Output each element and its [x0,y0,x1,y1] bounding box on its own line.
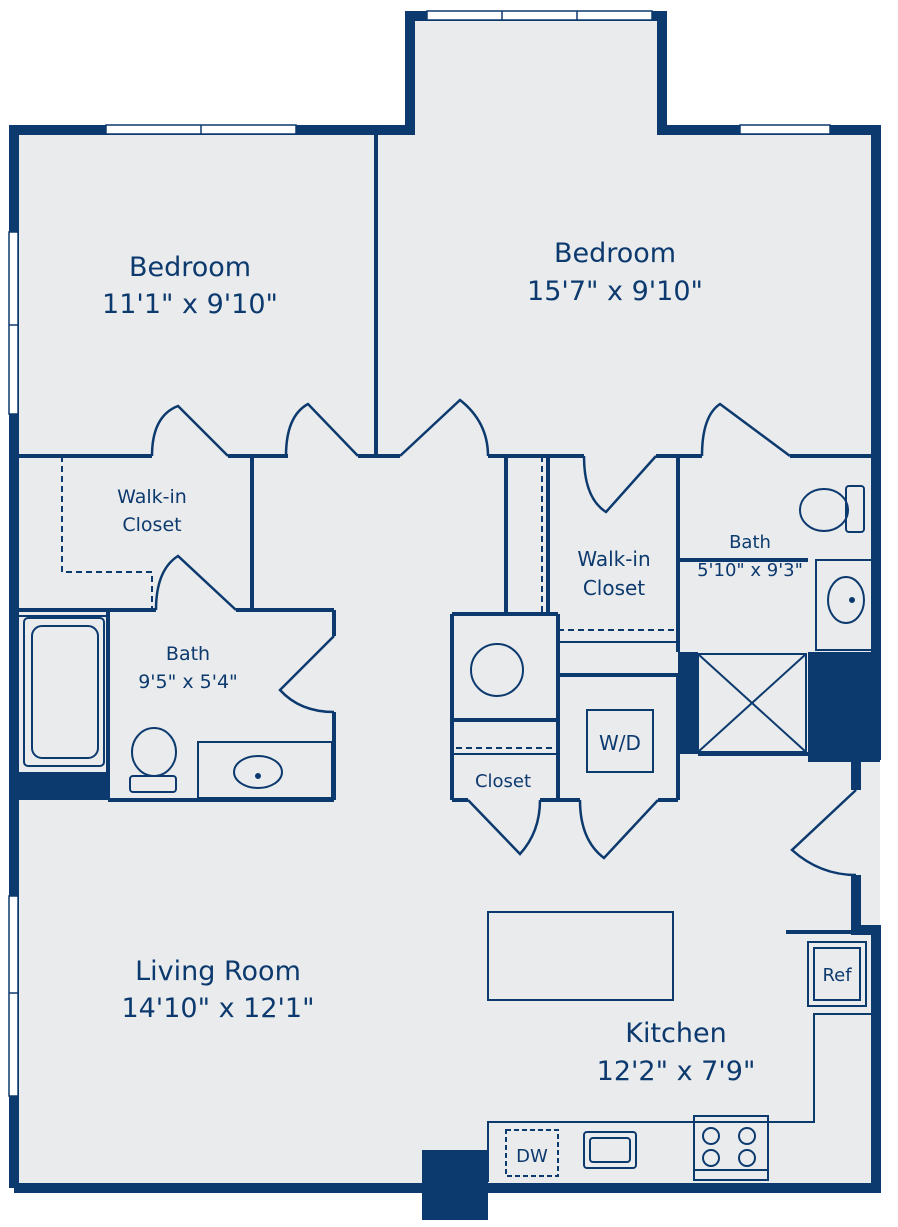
door-right-bath [700,402,791,458]
door-bedroom-right [399,398,490,457]
sink-left [233,755,283,789]
interior-walls [18,135,876,934]
door-wd [578,799,659,860]
bath-right-dims: 5'10" x 9'3" [697,560,803,581]
window-left-upper [8,231,19,415]
bathtub [23,617,105,767]
door-closet [467,799,542,856]
kitchen-island [487,911,674,1001]
walkin-left-line1: Walk-in [117,486,187,508]
door-left-walkin-1 [150,404,229,457]
door-left-bath-side [278,635,335,714]
walkin-left-line2: Closet [122,514,181,536]
door-left-walkin-2 [284,402,359,457]
water-heater [470,643,524,697]
dishwasher-label: DW [516,1146,548,1167]
bedroom-left-name: Bedroom [129,252,251,283]
sink-right [827,576,865,624]
living-room-name: Living Room [135,956,301,987]
dishwasher-box [505,1129,559,1177]
bath-right-name: Bath [729,532,771,553]
kitchen-dims: 12'2" x 7'9" [597,1056,756,1087]
window-left-lower [8,895,19,1097]
bedroom-right-name: Bedroom [554,238,676,269]
wall-blocks [14,652,880,1220]
shower [697,653,807,753]
bedroom-right-dims: 15'7" x 9'10" [527,276,703,307]
kitchen-name: Kitchen [625,1018,726,1049]
closet-shelves [61,456,676,749]
closet-name: Closet [475,771,531,792]
doors [150,398,857,877]
window-top-center [426,10,653,21]
vanity-left [197,741,333,799]
windows [8,10,831,1097]
bath-left-name: Bath [166,643,210,665]
floor [14,16,880,1188]
door-right-walkin [582,455,657,514]
door-entry [790,789,857,877]
window-top-right [739,124,831,135]
fixtures [23,485,876,1182]
refrigerator-box [807,941,867,1007]
living-room-dims: 14'10" x 12'1" [121,993,314,1024]
room-labels: Bedroom 11'1" x 9'10" Bedroom 15'7" x 9'… [102,238,852,1167]
washer-dryer-box [586,709,654,773]
partition-lines [18,615,678,755]
bath-left-dims: 9'5" x 5'4" [138,671,238,693]
toilet-right [799,488,849,532]
kitchen-sink [583,1131,637,1169]
kitchen-counter [487,1013,876,1182]
walkin-right-line1: Walk-in [577,547,650,571]
refrigerator-label: Ref [822,965,852,986]
vanity-right [815,559,873,651]
walkin-right-line2: Closet [583,576,645,600]
washer-dryer-label: W/D [599,731,641,755]
bedroom-left-dims: 11'1" x 9'10" [102,289,278,320]
door-left-bath [154,554,237,611]
